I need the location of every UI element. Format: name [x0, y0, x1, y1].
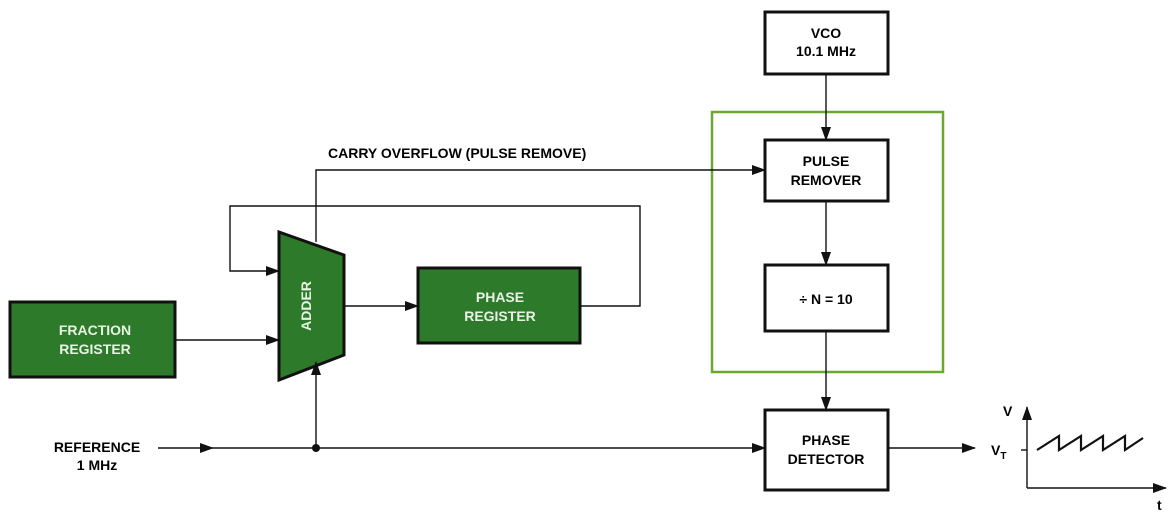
- adder-label: ADDER: [298, 281, 314, 331]
- phase-feedback-wire: [229, 205, 641, 307]
- phase-register-block: PHASE REGISTER: [416, 266, 582, 345]
- svg-text:REGISTER: REGISTER: [59, 341, 131, 357]
- vco-block: VCO 10.1 MHz: [763, 10, 890, 76]
- svg-text:FRACTION: FRACTION: [59, 322, 131, 338]
- vco-frequency: 10.1 MHz: [796, 43, 856, 59]
- carry-overflow-wire: [315, 165, 766, 242]
- reference-frequency: 1 MHz: [77, 457, 117, 473]
- pulse-remover-block: PULSE REMOVER: [763, 138, 890, 203]
- carry-overflow-label: CARRY OVERFLOW (PULSE REMOVE): [328, 145, 586, 161]
- pulse-swallow-frame: [710, 110, 945, 374]
- v-axis-label: V: [1003, 403, 1013, 419]
- sawtooth-graph: V t VT: [991, 403, 1167, 513]
- svg-text:DETECTOR: DETECTOR: [788, 451, 865, 467]
- sawtooth-waveform: [1036, 433, 1144, 453]
- vco-label: VCO: [811, 25, 841, 41]
- fraction-register-block: FRACTION REGISTER: [8, 300, 177, 379]
- svg-text:PHASE: PHASE: [802, 432, 850, 448]
- svg-text:PHASE: PHASE: [476, 289, 524, 305]
- vt-label: VT: [991, 442, 1006, 462]
- reference-label: REFERENCE: [54, 439, 140, 455]
- divider-label: ÷ N = 10: [799, 291, 852, 307]
- t-axis-label: t: [1157, 497, 1162, 513]
- svg-text:REMOVER: REMOVER: [791, 172, 862, 188]
- divider-block: ÷ N = 10: [763, 263, 890, 333]
- svg-text:PULSE: PULSE: [803, 153, 850, 169]
- phase-detector-block: PHASE DETECTOR: [763, 408, 890, 492]
- adder-block: ADDER: [277, 229, 346, 383]
- junction-dot: [312, 444, 320, 452]
- svg-text:REGISTER: REGISTER: [464, 308, 536, 324]
